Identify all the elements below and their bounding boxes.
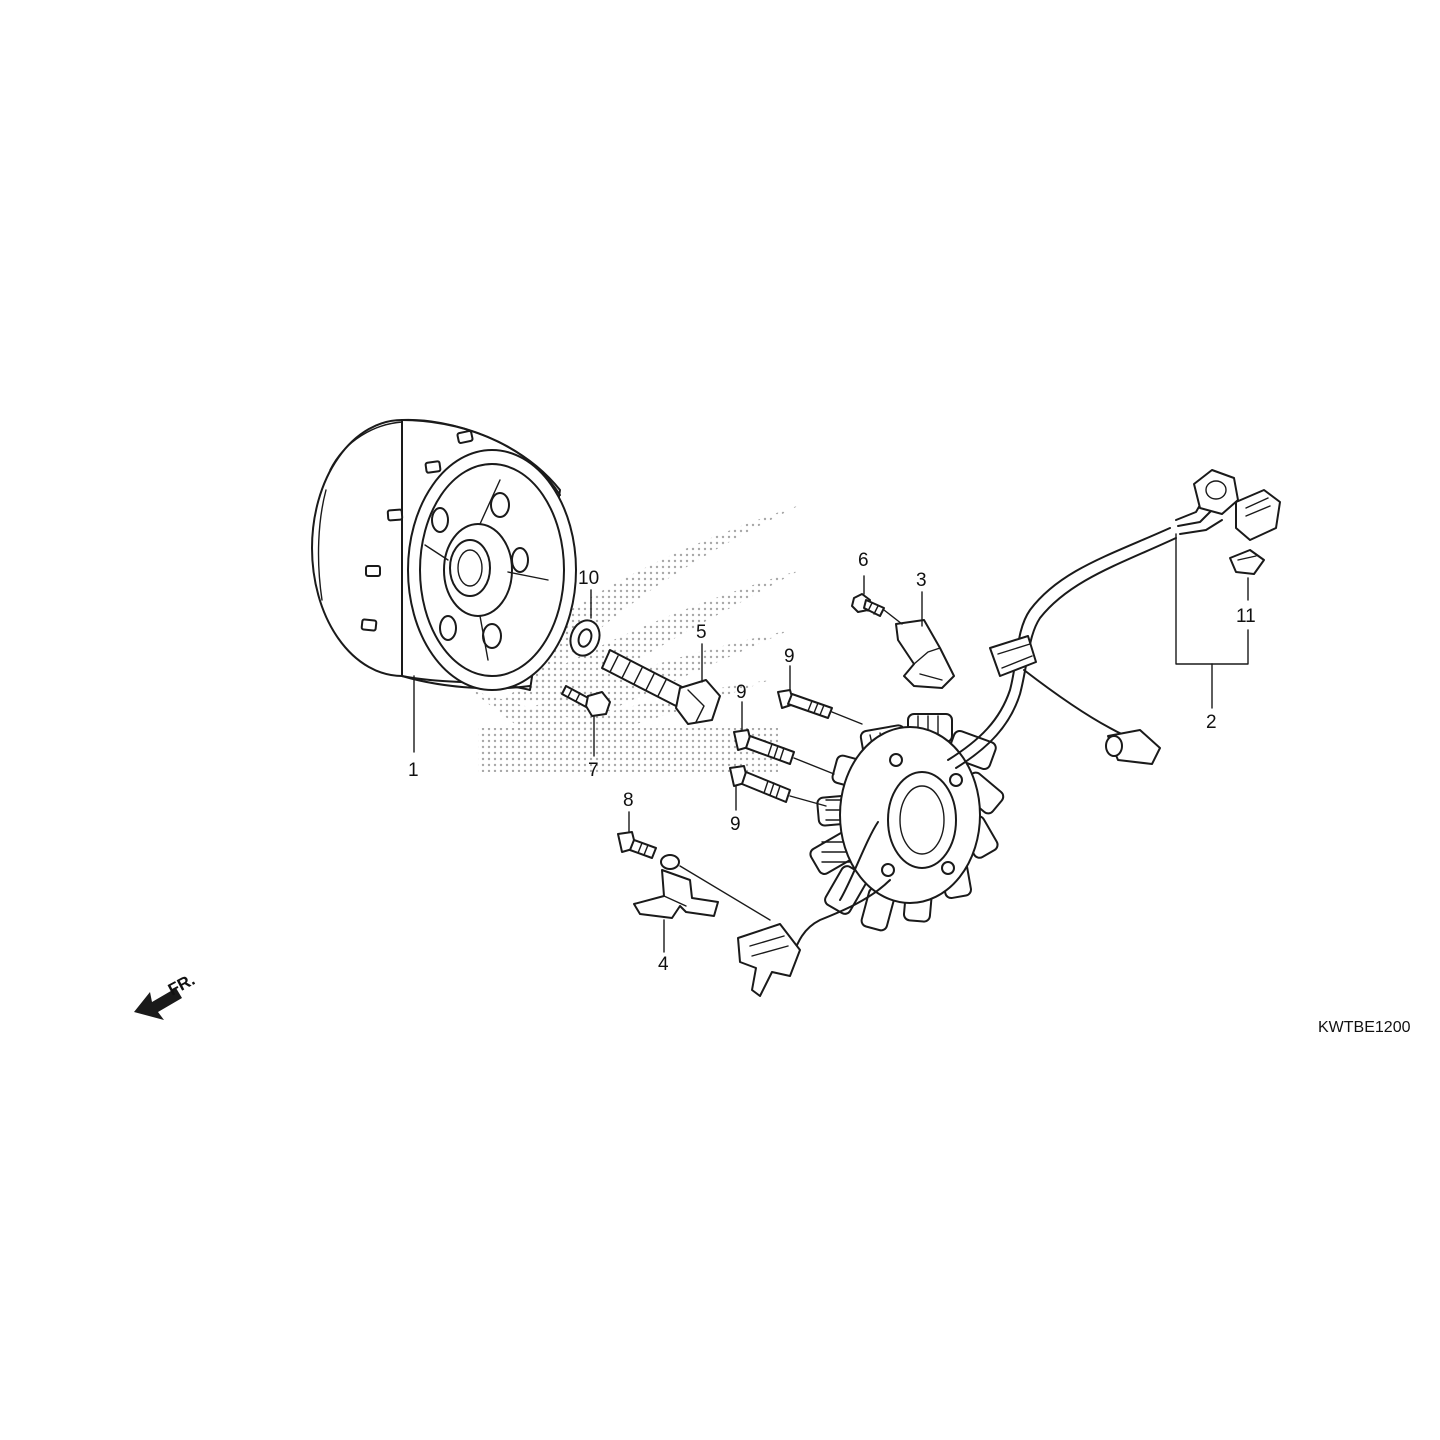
- bracket-4-part: [633, 854, 719, 919]
- cord-clamp-3-part: [895, 619, 955, 689]
- leader-lines: [413, 533, 1249, 953]
- stator-bolts-9-part: [729, 689, 833, 803]
- flywheel-part: [311, 418, 577, 691]
- callout-8: 8: [623, 790, 634, 811]
- callout-9a: 9: [784, 646, 795, 667]
- flywheel-bolt-part: [601, 649, 721, 725]
- stator-part: [809, 713, 1005, 932]
- callout-2: 2: [1206, 712, 1217, 733]
- callout-10: 10: [578, 568, 599, 589]
- small-bolt-8-part: [617, 831, 657, 859]
- small-bolt-7-part: [561, 685, 611, 717]
- callout-1: 1: [408, 760, 419, 781]
- callout-6: 6: [858, 550, 869, 571]
- small-bolt-6-part: [851, 593, 885, 617]
- callout-5: 5: [696, 622, 707, 643]
- wire-harness: [737, 527, 1177, 997]
- clip-11-part: [1229, 549, 1265, 575]
- callout-7: 7: [588, 760, 599, 781]
- callout-9c: 9: [730, 814, 741, 835]
- callout-4: 4: [658, 954, 669, 975]
- washer-part: [569, 619, 601, 657]
- diagram-code: KWTBE1200: [1318, 1019, 1411, 1036]
- callout-3: 3: [916, 570, 927, 591]
- front-direction-arrow: FR.: [134, 970, 198, 1020]
- callout-11: 11: [1236, 606, 1256, 627]
- callout-9b: 9: [736, 682, 747, 703]
- harness-connectors: [1175, 469, 1281, 541]
- callout-labels: 1 2 3 4 5 6 7 8 9 9 9 10 11: [408, 550, 1256, 975]
